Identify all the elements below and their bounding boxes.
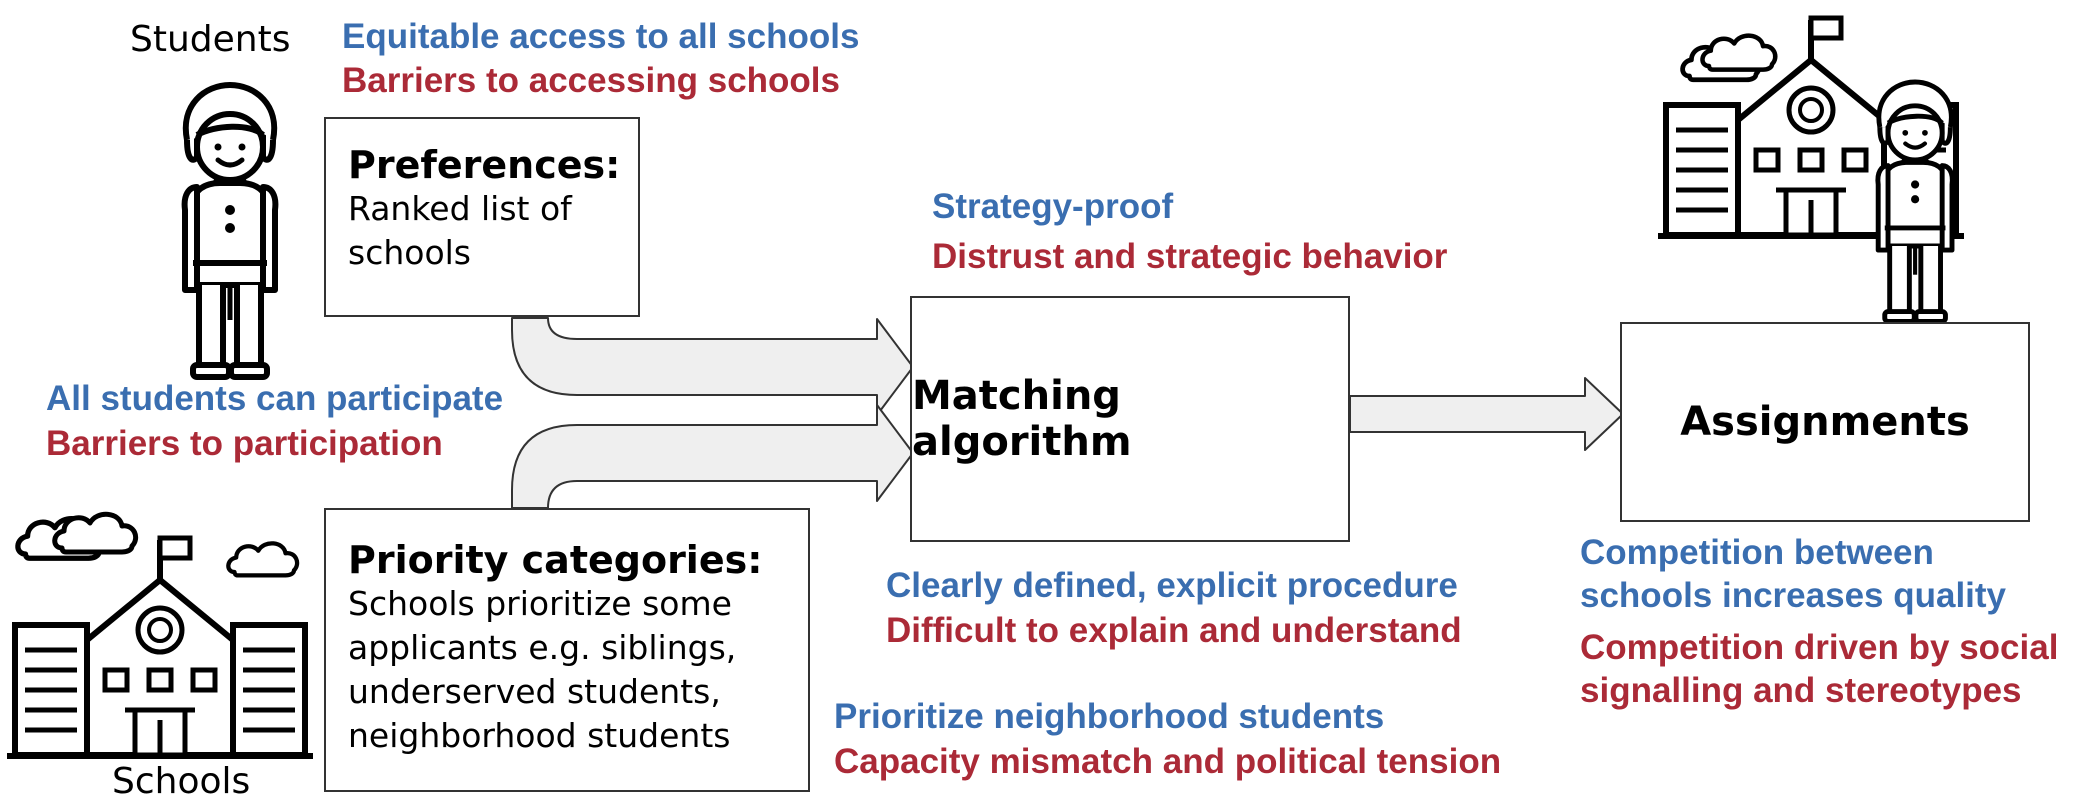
arrow-icon [1349,377,1624,451]
access-negative: Barriers to accessing schools [342,61,840,100]
arrow-icon [511,317,914,416]
students-label: Students [130,19,291,60]
procedure-positive: Clearly defined, explicit procedure [886,566,1458,605]
student-icon [185,85,276,377]
matching-algorithm-label: Matching algorithm [912,373,1132,465]
participation-positive: All students can participate [46,379,504,418]
priority-box: Priority categories: Schools prioritize … [324,508,810,792]
cloud-icon [55,514,136,552]
neighborhood-positive: Prioritize neighborhood students [834,697,1385,736]
procedure-negative: Difficult to explain and understand [886,611,1462,650]
priority-line: applicants e.g. siblings, [348,627,737,667]
preferences-line: Ranked list of [348,189,572,228]
strategy-negative: Distrust and strategic behavior [932,237,1448,276]
competition-negative: signalling and stereotypes [1580,671,2022,710]
competition-positive: schools increases quality [1580,576,2007,615]
assignments-box: Assignments [1620,322,2030,522]
assignments-label: Assignments [1680,399,1970,445]
preferences-title: Preferences: [348,143,621,187]
matching-algorithm-box: Matching algorithm [910,296,1350,542]
competition-negative: Competition driven by social [1580,628,2059,667]
competition-positive: Competition between [1580,533,1934,572]
cloud-icon [1702,36,1775,70]
arrow-icon [511,404,914,509]
preferences-line: schools [348,232,471,272]
cloud-icon [228,543,297,575]
student-icon [1878,82,1952,321]
participation-negative: Barriers to participation [46,424,443,463]
priority-line: neighborhood students [348,715,731,755]
access-positive: Equitable access to all schools [342,17,860,56]
priority-line: Schools prioritize some [348,584,732,623]
preferences-box: Preferences: Ranked list of schools [324,117,640,317]
priority-line: underserved students, [348,671,721,711]
strategy-positive: Strategy-proof [932,187,1174,226]
priority-title: Priority categories: [348,538,763,582]
schools-label: Schools [112,761,251,802]
neighborhood-negative: Capacity mismatch and political tension [834,742,1502,781]
